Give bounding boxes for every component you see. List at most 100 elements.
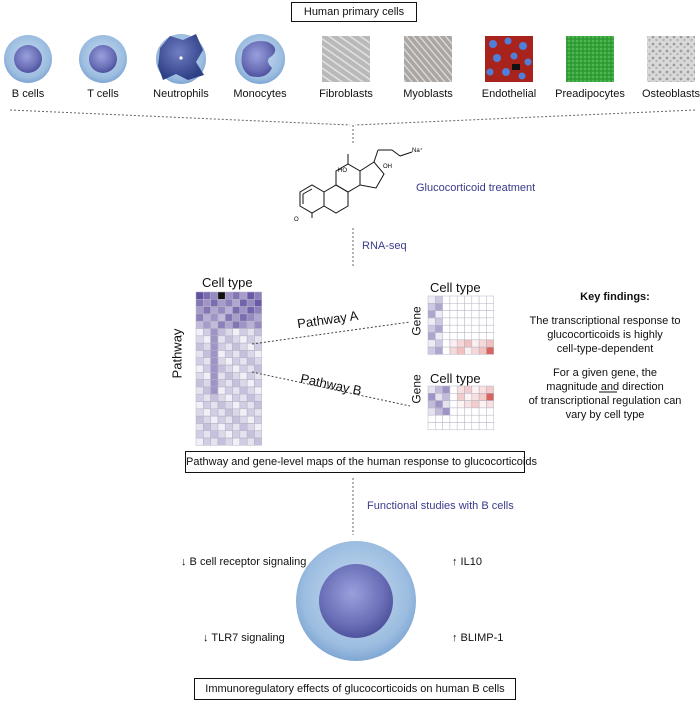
heatmap-cell: [210, 350, 219, 358]
heatmap-cell: [254, 379, 262, 388]
gene-map-b-cell: [456, 400, 465, 409]
gene-map-a-cell: [478, 295, 487, 304]
heatmap-cell: [232, 415, 241, 424]
heatmap-cell: [224, 299, 233, 307]
heatmap-cell: [224, 408, 233, 417]
heatmap-cell: [232, 335, 241, 344]
heatmap-cell: [246, 379, 255, 388]
gene-map-b-cell: [449, 414, 458, 423]
gene-map-a-cell: [442, 303, 451, 311]
heatmap-cell: [239, 393, 248, 402]
heatmap-cell: [232, 291, 241, 300]
heatmap-cell: [254, 364, 262, 373]
gene-map-a-cell: [486, 346, 494, 355]
gene-map-a-cell: [442, 346, 451, 355]
key-findings-p1: The transcriptional response to glucocor…: [510, 314, 700, 356]
heatmap-cell: [195, 401, 204, 410]
heatmap-cell: [203, 437, 211, 446]
heatmap-cell: [224, 306, 233, 315]
molecule-ho-label: HO: [338, 168, 347, 174]
heatmap-cell: [254, 415, 262, 424]
heatmap-cell: [246, 364, 255, 373]
gene-map-a-cell: [456, 339, 465, 348]
footer-caption-box: Immunoregulatory effects of glucocortico…: [194, 678, 516, 700]
gene-map-a-cell: [435, 310, 443, 319]
heatmap-cell: [203, 299, 211, 307]
heatmap-cell: [203, 306, 211, 315]
heatmap-cell: [232, 437, 241, 446]
heatmap-title: Cell type: [202, 275, 253, 290]
gene-map-a-cell: [486, 317, 494, 326]
heatmap-cell: [210, 393, 219, 402]
maps-caption-box: Pathway and gene-level maps of the human…: [185, 451, 537, 473]
heatmap-cell: [217, 437, 226, 446]
heatmap-cell: [246, 423, 255, 431]
gene-map-b-cell: [471, 422, 480, 431]
footer-caption-text: Immunoregulatory effects of glucocortico…: [205, 683, 505, 695]
heatmap-cell: [224, 401, 233, 410]
gene-map-a-cell: [471, 295, 480, 304]
effect-bcr: ↓ B cell receptor signaling: [181, 556, 307, 568]
gene-map-a-cell: [442, 310, 451, 319]
heatmap-cell: [203, 335, 211, 344]
heatmap-cell: [195, 372, 204, 380]
gene-map-b-cell: [471, 393, 480, 401]
heatmap-cell: [232, 386, 241, 395]
b-cell-large-icon: [296, 541, 416, 661]
heatmap-cell: [254, 335, 262, 344]
heatmap-cell: [224, 342, 233, 351]
cell-monocytes-icon: [235, 34, 285, 84]
heatmap-cell: [195, 386, 204, 395]
heatmap-cell: [224, 423, 233, 431]
key-findings-p2-line2: magnitude and direction: [510, 380, 700, 394]
gene-map-a-cell: [471, 317, 480, 326]
heatmap-cell: [239, 328, 248, 337]
cell-label-monocytes: Monocytes: [233, 88, 287, 100]
gene-map-a-cell: [471, 332, 480, 341]
heatmap-cell: [246, 408, 255, 417]
gene-map-a-cell: [435, 295, 443, 304]
heatmap-cell: [210, 423, 219, 431]
gene-map-a-cell: [464, 295, 473, 304]
gene-map-b-cell: [464, 400, 473, 409]
gene-map-a-cell: [456, 295, 465, 304]
heatmap-cell: [210, 342, 219, 351]
heatmap-cell: [217, 401, 226, 410]
gene-map-b-cell: [456, 385, 465, 394]
gene-map-b-cell: [456, 407, 465, 416]
preadipocytes-image: [566, 36, 614, 82]
heatmap-cell: [210, 401, 219, 410]
gene-map-a-cell: [486, 303, 494, 311]
heatmap-cell: [232, 393, 241, 402]
gene-map-a-cell: [435, 346, 443, 355]
key-findings-p2-line5: vary by cell type: [565, 409, 645, 421]
heatmap-cell: [246, 291, 255, 300]
endothelial-image: [485, 36, 533, 82]
heatmap-cell: [254, 408, 262, 417]
molecule-o-label: O: [294, 217, 299, 223]
gene-map-b-cell: [478, 422, 487, 431]
gene-map-a-cell: [456, 310, 465, 319]
heatmap-cell: [210, 291, 219, 300]
heatmap-cell: [246, 320, 255, 329]
gene-map-a-cell: [478, 346, 487, 355]
gene-map-a-cell: [471, 303, 480, 311]
heatmap-cell: [217, 415, 226, 424]
gene-map-a-cell: [471, 339, 480, 348]
heatmap-cell: [239, 415, 248, 424]
heatmap-cell: [217, 430, 226, 439]
heatmap-cell: [232, 364, 241, 373]
heatmap-cell: [217, 299, 226, 307]
heatmap-ylabel: Pathway: [169, 328, 185, 379]
gene-map-b-cell: [486, 414, 494, 423]
gene-map-b-cell: [464, 414, 473, 423]
heatmap-cell: [239, 423, 248, 431]
heatmap-cell: [203, 313, 211, 322]
gene-map-a-cell: [427, 303, 436, 311]
kf-magnitude: magnitude: [546, 381, 601, 393]
heatmap-cell: [232, 342, 241, 351]
key-findings-title: Key findings:: [580, 291, 650, 303]
heatmap-cell: [210, 320, 219, 329]
heatmap-cell: [210, 306, 219, 315]
